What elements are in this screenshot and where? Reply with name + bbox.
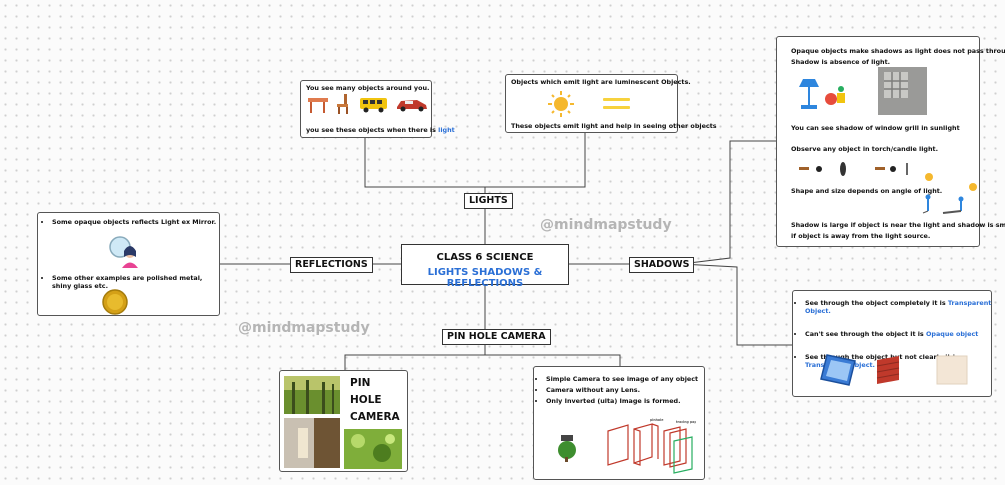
card-text: Opaque objects make shadows as light doe… (791, 47, 1005, 55)
glass-pane-icon (820, 354, 856, 386)
branch-shadows[interactable]: SHADOWS (629, 257, 695, 273)
forest-sunlight-photo (284, 376, 340, 414)
luminous-objects-card[interactable]: Objects which emit light are luminescent… (505, 74, 717, 133)
text-prefix: See through the object but not clearly i… (805, 353, 959, 361)
svg-text:pinhole: pinhole (650, 418, 663, 422)
reflections-card[interactable]: Some opaque objects reflects Light ex Mi… (37, 212, 220, 316)
text-prefix: See through the object completely it is (805, 299, 948, 307)
card-text: Shape and size depends on angle of light… (791, 187, 943, 195)
card-text: Shadow is large if object is near the li… (791, 221, 1005, 229)
car-icon (397, 100, 427, 112)
highlight-text: Transparent Object. (805, 299, 992, 315)
frosted-glass-icon (936, 355, 968, 385)
pinhole-camera-card[interactable]: Simple Camera to see image of any object… (533, 366, 705, 480)
shadows-card[interactable]: Opaque objects make shadows as light doe… (776, 36, 1005, 247)
lights-objects-card[interactable]: You see many objects around you. you see… (300, 80, 455, 138)
text-prefix: Can't see through the object it is (805, 330, 926, 338)
branch-reflections[interactable]: REFLECTIONS (290, 257, 373, 273)
list-item: See through the object completely it is … (805, 299, 1001, 315)
transparency-card[interactable]: See through the object completely it is … (792, 290, 992, 397)
list-item: Some other examples are polished metal, … (52, 274, 219, 290)
tubelight-icon (603, 98, 630, 109)
tree-icon (558, 435, 576, 462)
leaf-shadow-photo (344, 429, 402, 469)
branch-lights[interactable]: LIGHTS (464, 193, 513, 209)
table-icon (308, 98, 328, 113)
svg-text:tracing paper: tracing paper (676, 420, 696, 424)
card-text: These objects emit light and help in see… (511, 122, 717, 130)
list-item: Can't see through the object it is Opaqu… (805, 330, 1001, 338)
torch-ball-diagram (799, 162, 908, 176)
card-text: Objects which emit light are luminescent… (511, 78, 691, 86)
card-text: You can see shadow of window grill in su… (791, 124, 960, 132)
brick-wall-icon (876, 356, 900, 384)
list-item: Only Inverted (ulta) Image is formed. (546, 397, 698, 405)
branch-pinhole-camera[interactable]: PIN HOLE CAMERA (442, 329, 551, 345)
pinhole-nature-card[interactable]: PIN HOLE CAMERA IN NATURE (279, 370, 408, 472)
card-text: Observe any object in torch/candle light… (791, 145, 939, 153)
highlight-text: Opaque object (925, 330, 979, 338)
list-item: Some opaque objects reflects Light ex Mi… (52, 218, 216, 226)
sun-shadow-angle-diagram (922, 173, 977, 214)
central-subtitle: LIGHTS SHADOWS & REFLECTIONS (427, 267, 543, 289)
pinhole-box-sketch: pinhole tracing paper (607, 418, 696, 474)
pinhole-wall-photo (284, 418, 340, 468)
lamp-toys-icon (799, 79, 845, 109)
list-item: Simple Camera to see image of any object (546, 375, 698, 383)
gold-coin-icon (102, 289, 128, 315)
window-grill-photo (878, 67, 927, 115)
central-topic[interactable]: CLASS 6 SCIENCE LIGHTS SHADOWS & REFLECT… (401, 244, 569, 289)
card-text: Shadow is absence of light. (791, 58, 891, 66)
central-title: CLASS 6 SCIENCE (436, 252, 534, 263)
chair-icon (337, 94, 348, 114)
highlight-text: light (438, 126, 455, 134)
watermark: @mindmapstudy (238, 320, 370, 336)
list-item: Camera without any Lens. (546, 386, 698, 394)
sun-icon (548, 91, 574, 117)
watermark: @mindmapstudy (540, 217, 672, 233)
card-text: if object is away from the light source. (791, 232, 931, 240)
mirror-girl-icon (109, 236, 138, 268)
card-text: you see these objects when there is ligh… (306, 126, 455, 134)
card-text: You see many objects around you. (306, 84, 430, 92)
school-bus-icon (360, 98, 387, 113)
text-prefix: you see these objects when there is (306, 126, 439, 134)
